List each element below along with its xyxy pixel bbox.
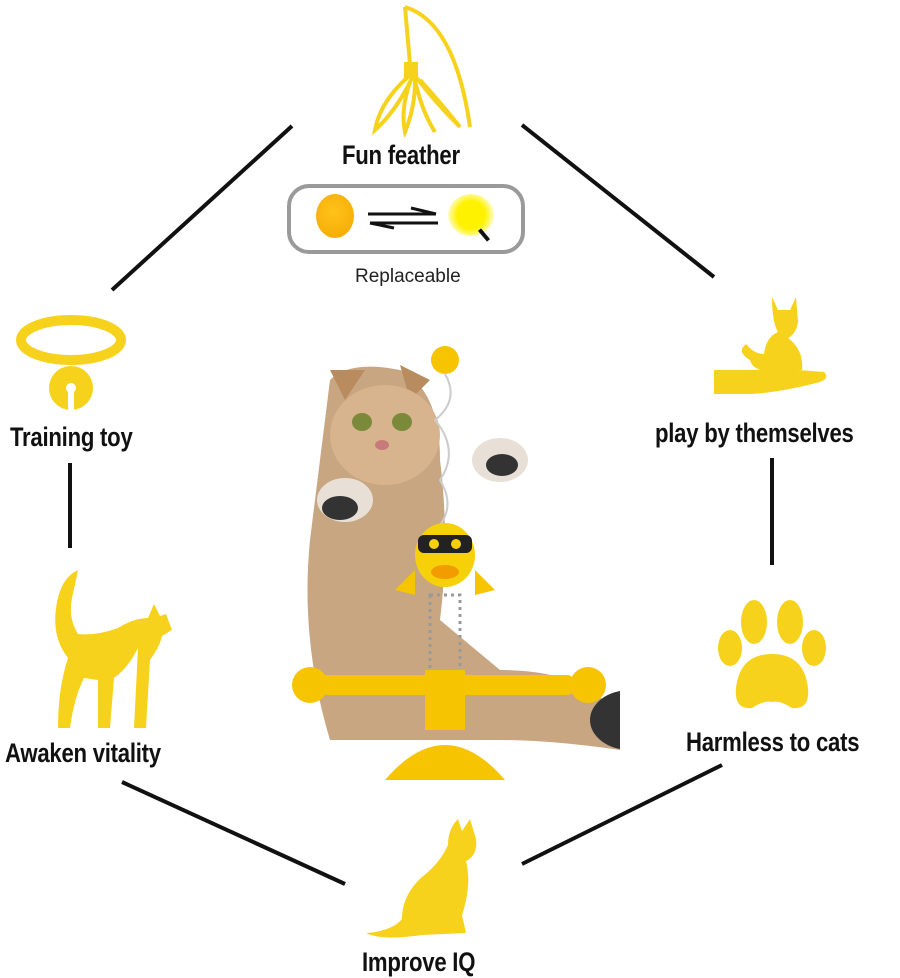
- feature-label-awaken-vitality: Awaken vitality: [5, 738, 161, 768]
- connector-line: [121, 780, 346, 886]
- feature-label-improve-iq: Improve IQ: [362, 947, 476, 977]
- replaceable-label: Replaceable: [355, 266, 461, 287]
- standing-cat-icon: [55, 570, 173, 728]
- connector-line: [110, 124, 294, 292]
- feature-label-fun-feather: Fun feather: [342, 140, 460, 170]
- feature-label-harmless-to-cats: Harmless to cats: [686, 727, 860, 757]
- replaceable-box: [287, 184, 525, 254]
- sitting-cat-icon: [366, 819, 477, 938]
- feather-wand-icon: [372, 5, 472, 137]
- cat-on-hand-icon: [714, 297, 827, 394]
- feature-label-training-toy: Training toy: [10, 422, 133, 452]
- collar-bell-icon: [16, 315, 126, 410]
- connector-line: [521, 763, 723, 866]
- paw-icon: [718, 600, 826, 709]
- swap-arrows-icon: [368, 206, 438, 230]
- connector-line: [520, 123, 716, 279]
- cat-with-toy-photo: [292, 346, 620, 780]
- feather-ball-icon: [448, 194, 494, 236]
- feature-label-play-by-themselves: play by themselves: [655, 418, 854, 448]
- ball-icon: [316, 194, 354, 238]
